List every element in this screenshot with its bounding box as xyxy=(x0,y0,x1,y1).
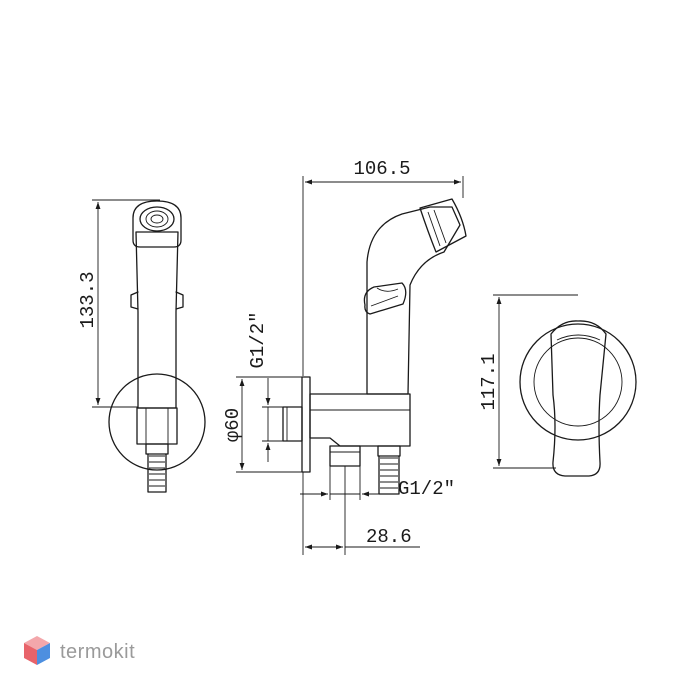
front-view xyxy=(108,200,206,493)
brand-name: termokit xyxy=(60,640,136,663)
dim-106-5: 106.5 xyxy=(302,158,464,376)
dim-g12-top: G1/2" xyxy=(247,311,283,462)
dim-phi60: φ60 xyxy=(222,376,302,473)
dim-label-133-3: 133.3 xyxy=(77,271,99,328)
side-view xyxy=(282,198,467,495)
brand-logo: termokit xyxy=(22,634,135,670)
dim-label-phi60: φ60 xyxy=(222,408,244,442)
dim-g12-bottom: G1/2" xyxy=(300,466,455,500)
lever-view xyxy=(519,320,637,477)
dim-label-g12-bottom: G1/2" xyxy=(398,478,455,500)
cube-logo-icon xyxy=(24,636,50,665)
dim-label-117-1: 117.1 xyxy=(478,353,500,410)
dim-117-1: 117.1 xyxy=(478,294,578,469)
dim-label-28-6: 28.6 xyxy=(366,526,412,548)
dim-133-3: 133.3 xyxy=(77,199,160,408)
dim-label-g12-top: G1/2" xyxy=(247,311,269,368)
dim-28-6: 28.6 xyxy=(302,466,420,555)
dim-label-106-5: 106.5 xyxy=(353,158,410,180)
